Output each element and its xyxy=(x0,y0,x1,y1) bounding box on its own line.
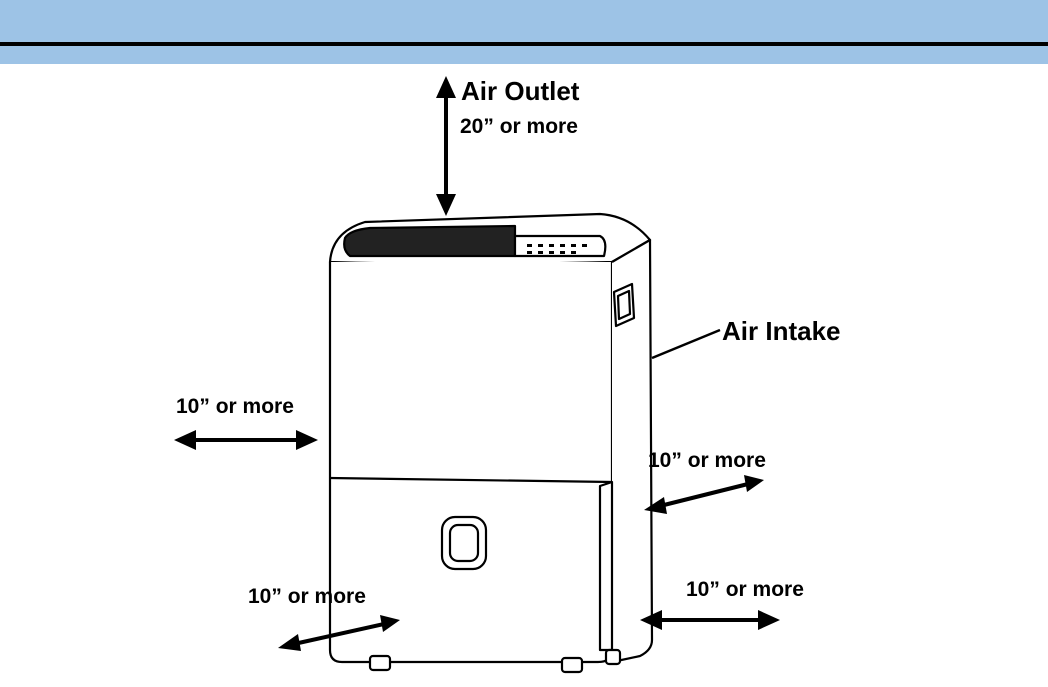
dehumidifier-icon xyxy=(328,212,654,674)
right-bottom-clearance-arrow xyxy=(640,610,780,630)
header-rule xyxy=(0,42,1048,46)
outlet-clearance-label: 20” or more xyxy=(460,115,578,138)
front-clearance-arrow xyxy=(278,615,400,651)
right-side-clearance-arrow xyxy=(644,475,764,514)
right-bottom-clearance-label: 10” or more xyxy=(686,578,804,601)
left-clearance-arrow xyxy=(174,430,318,450)
air-outlet-label: Air Outlet xyxy=(461,76,580,106)
intake-leader-line xyxy=(651,328,721,360)
outlet-arrow xyxy=(436,76,456,216)
left-clearance-label: 10” or more xyxy=(176,395,294,418)
right-side-clearance-label: 10” or more xyxy=(648,449,766,472)
front-clearance-label: 10” or more xyxy=(248,585,366,608)
air-intake-label: Air Intake xyxy=(722,316,841,346)
header-band xyxy=(0,0,1048,64)
